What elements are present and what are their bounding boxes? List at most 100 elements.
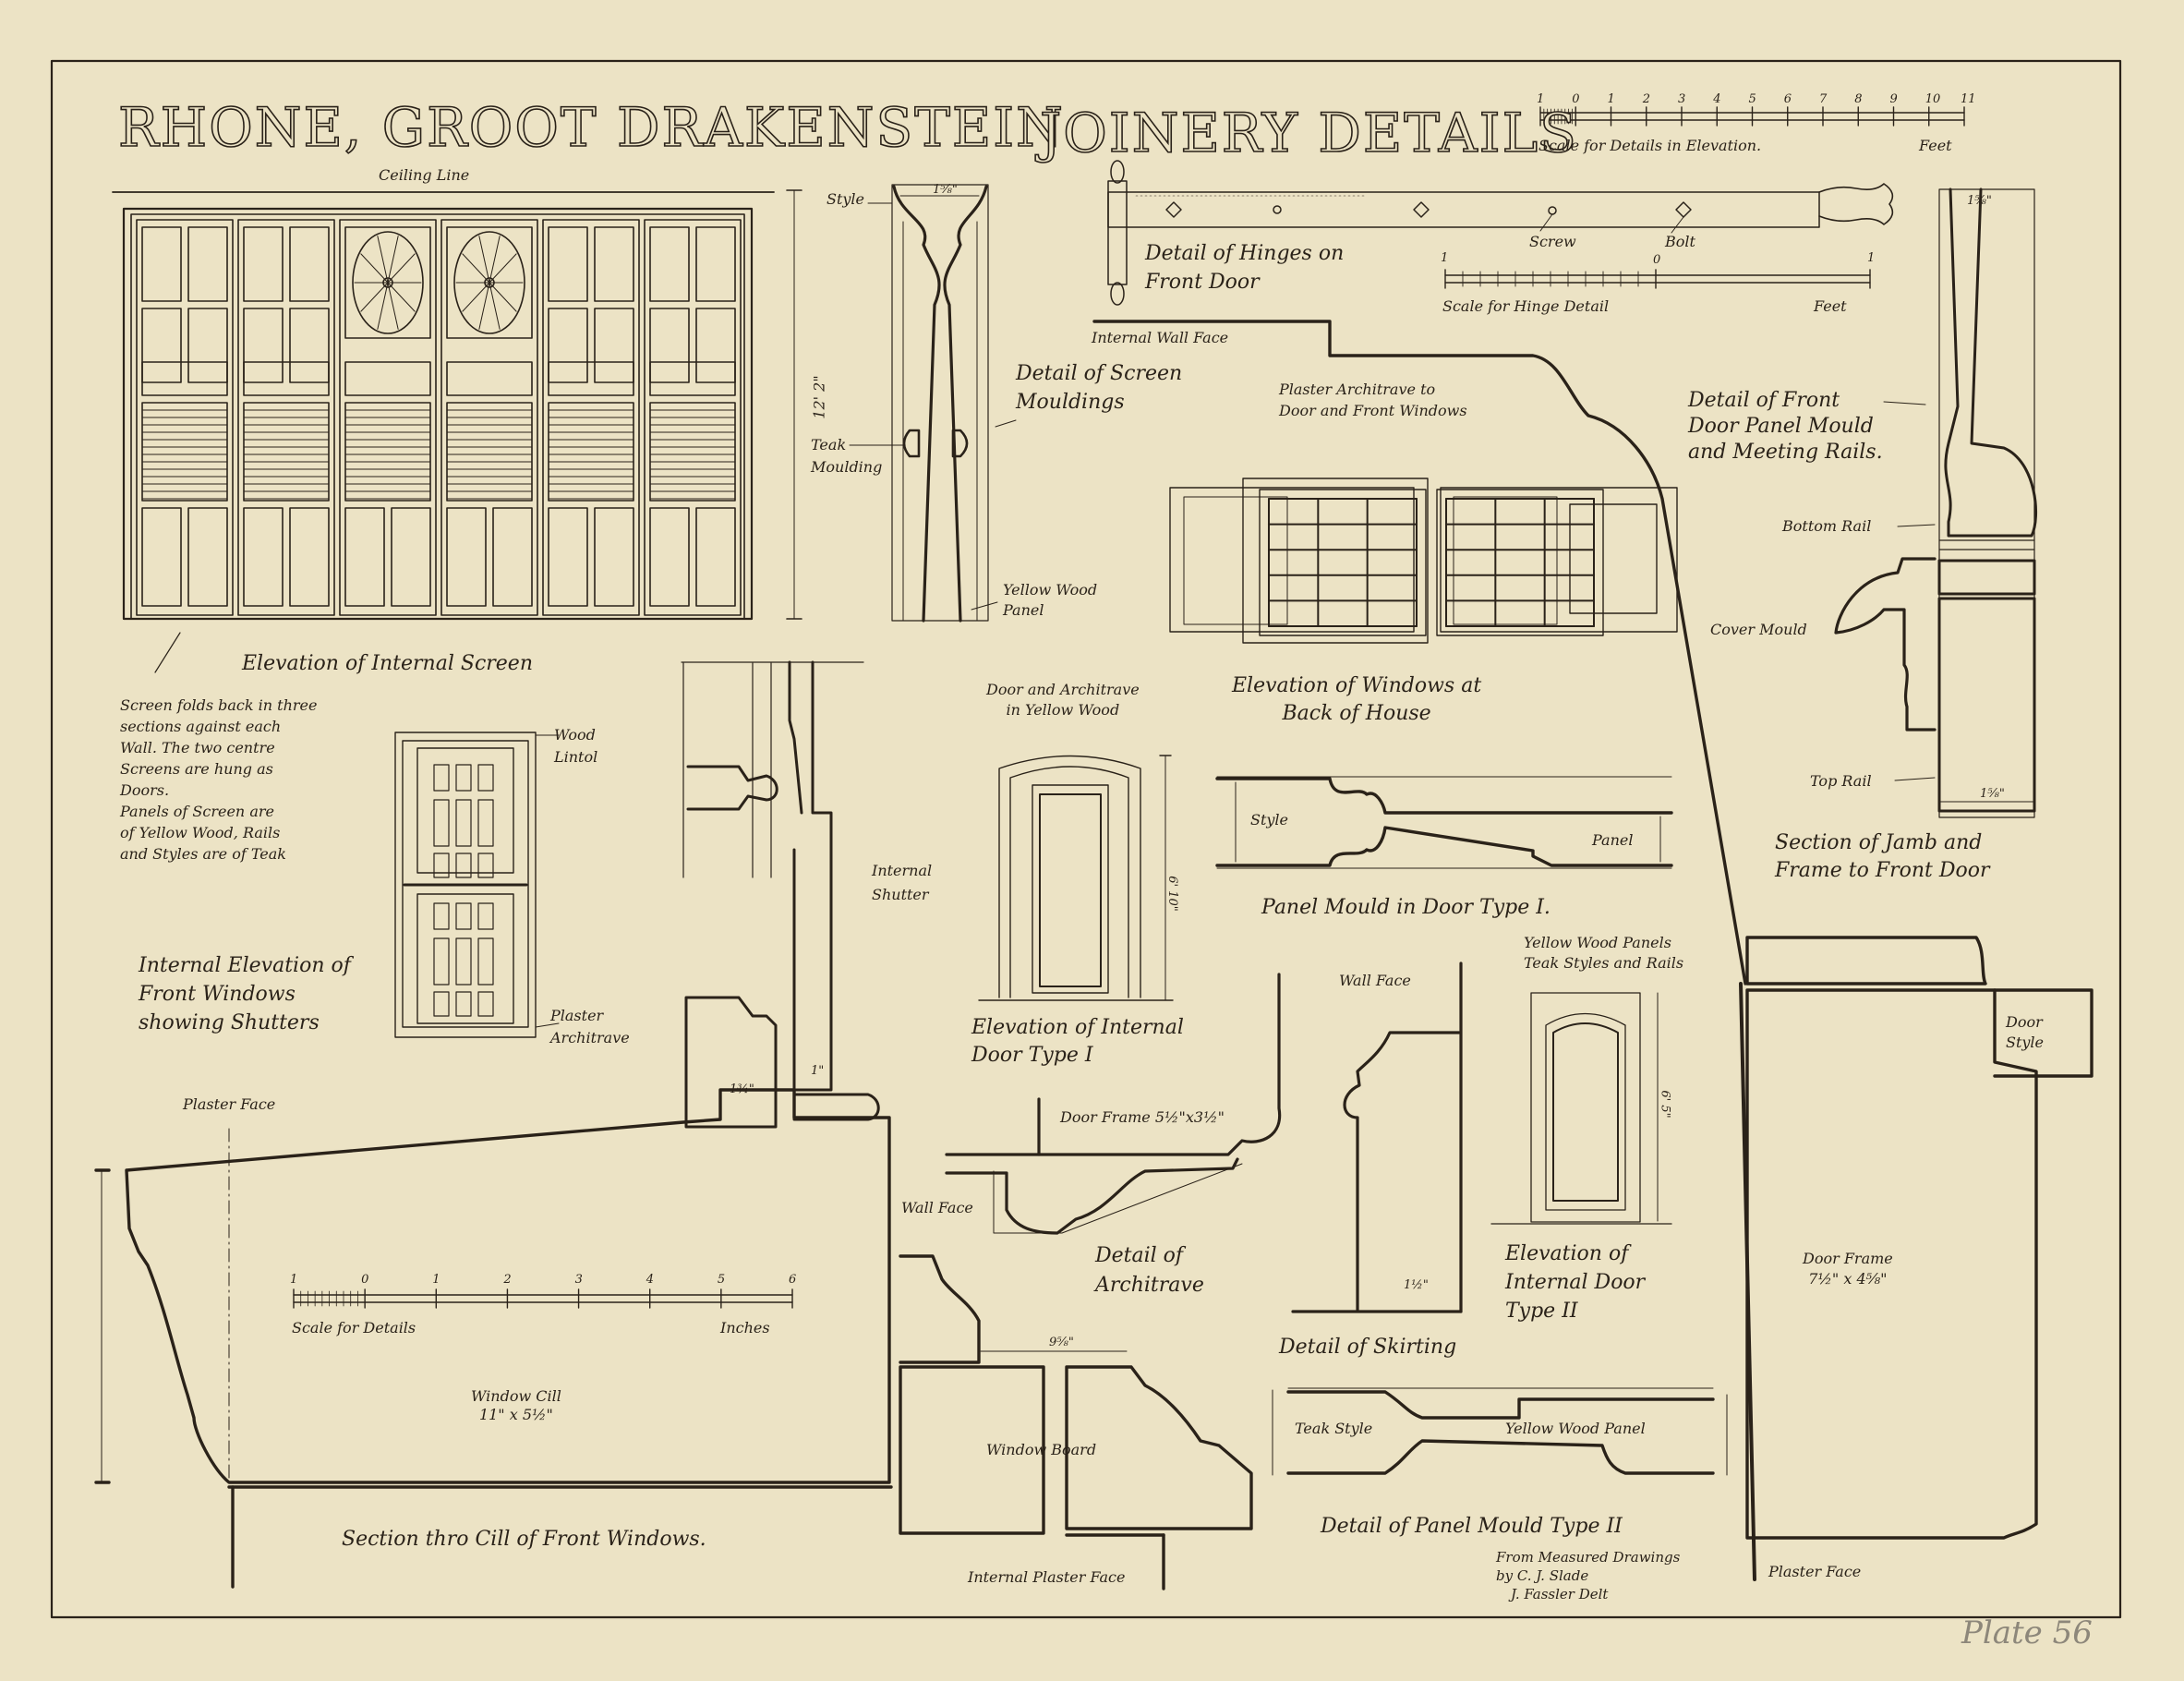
plaster-face-label: Plaster Face [1768,1563,1862,1580]
screen-leaf [440,219,538,616]
sheet-title: RHONE, GROOT DRAKENSTEIN [117,95,1065,160]
panel-mould-1-drawing [1215,776,1673,869]
shutter-panel [455,853,472,878]
skirting-dim: 1½" [1404,1278,1429,1292]
cover-mould-label: Cover Mould [1710,621,1807,638]
front-door-panel-width-dim: 1⅝" [1967,194,1992,208]
architrave-detail-drawing [945,973,1282,1235]
hinge-scale-unit: Feet [1814,297,1847,315]
teak-style-label: Teak Style [1295,1420,1373,1437]
top-rail-label: Top Rail [1810,772,1872,790]
scale-tick-label: 2 [503,1273,512,1287]
window-board-dim: 9⅝" [1049,1336,1074,1349]
shutter-dim: 1" [811,1064,825,1078]
details-scale-unit: Inches [720,1319,770,1336]
bolt-label: Bolt [1665,233,1695,250]
shutter-panel [477,937,494,986]
door-type-1-drawing [978,755,1174,1001]
scale-tick-label: 1 [1537,92,1545,106]
skirting-wall-face-label: Wall Face [1339,972,1411,989]
panel-mould-1-caption: Panel Mould in Door Type I. [1261,896,1551,919]
shutter-panel [477,853,494,878]
screen-leaf [237,219,335,616]
scale-tick-label: 8 [1854,92,1863,106]
screw-label: Screw [1529,233,1576,250]
shutter-dim: 1¾" [730,1082,754,1096]
shutter-panel [455,764,472,792]
door-type-2-drawing [1490,992,1672,1225]
scale-tick-label: 1 [290,1273,298,1287]
hinge-scale-tick: 1 [1867,251,1876,265]
scale-tick-label: 11 [1961,92,1976,106]
skirting-drawing [1291,961,1463,1313]
yellow-wood-panel-2-label: Yellow Wood Panel [1505,1420,1646,1437]
shutter-panel [433,991,450,1017]
elevation-scale-unit: Feet [1919,137,1952,154]
door-frame-architrave-label: Door Frame 5½"x3½" [1060,1108,1225,1126]
scale-tick-label: 5 [717,1273,726,1287]
internal-screen-drawing [112,189,802,673]
window-cill-section [94,1088,1253,1590]
scale-tick-label: 1 [1607,92,1615,106]
window-cill-caption: Section thro Cill of Front Windows. [342,1528,706,1551]
shutter-panel [433,902,450,930]
screen-leaf [339,219,437,616]
screen-leaf [644,219,742,616]
scale-tick-label: 3 [574,1273,583,1287]
bottom-rail-label: Bottom Rail [1782,517,1872,535]
scale-tick-label: 5 [1748,92,1756,106]
window-sash [1268,498,1418,627]
scale-tick-label: 0 [1572,92,1580,106]
screen-louvres [446,402,533,502]
shutter-panel [477,902,494,930]
hinge-scale-tick: 0 [1653,253,1661,267]
shutter-panel [477,764,494,792]
internal-plaster-face-label: Internal Plaster Face [968,1568,1126,1586]
door-type-2-height-dim: 6' 5" [1658,1090,1672,1119]
details-scale-bar [293,1288,793,1309]
scale-tick-label: 4 [646,1273,654,1287]
sheet-border [50,59,2122,1619]
screen-leaf [542,219,640,616]
back-windows-drawing [1169,478,1678,644]
style-label: Style [827,190,865,208]
internal-wall-face-label: Internal Wall Face [1092,329,1229,346]
shutter-panel [455,799,472,847]
panel-mould-1-style-label: Style [1250,811,1289,828]
scale-tick-label: 6 [1783,92,1792,106]
scale-tick-label: 6 [789,1273,797,1287]
scale-tick-label: 4 [1713,92,1721,106]
internal-screen-caption: Elevation of Internal Screen [242,652,533,675]
screen-louvres [243,402,330,502]
shutter-panel [455,902,472,930]
scale-tick-label: 9 [1889,92,1898,106]
skirting-caption: Detail of Skirting [1279,1336,1457,1359]
plate-number: Plate 56 [1961,1614,2093,1651]
shutter-panel [477,799,494,847]
window-board-label: Window Board [986,1441,1097,1458]
scale-tick-label: 1 [432,1273,440,1287]
screen-mouldings-drawing [849,184,1017,623]
shutter-panel [455,937,472,986]
scale-tick-label: 3 [1678,92,1686,106]
panel-mould-2-caption: Detail of Panel Mould Type II [1321,1515,1623,1538]
shutter-panel [433,937,450,986]
shutter-panel [433,799,450,847]
hinge-drawing [1107,160,1894,306]
